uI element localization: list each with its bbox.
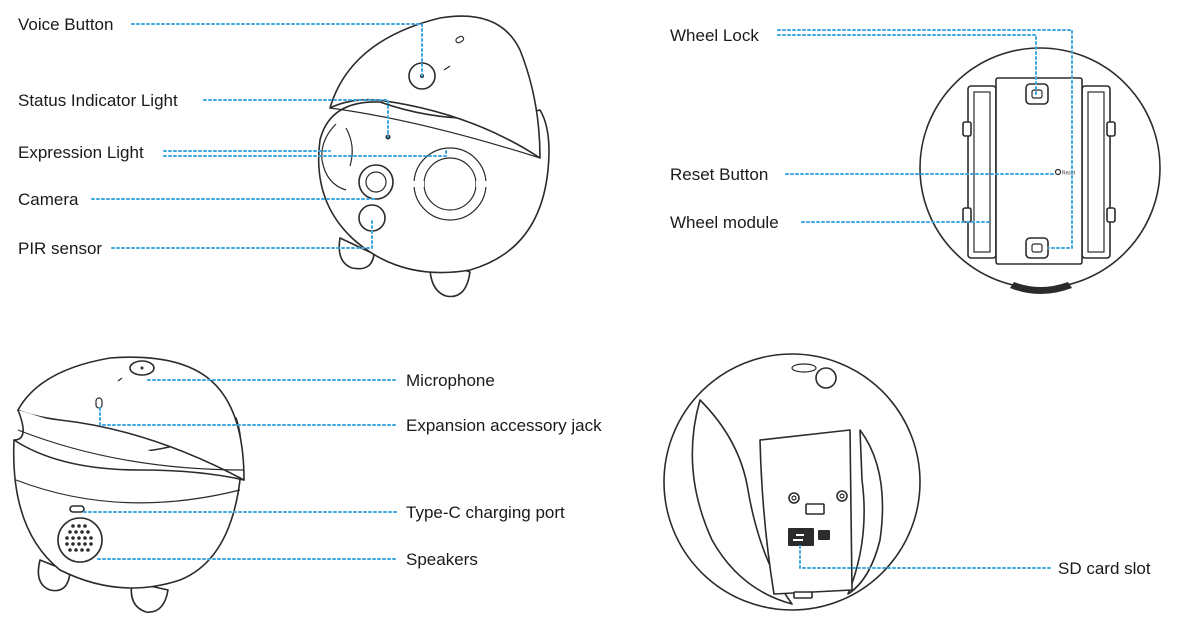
back-top-cap xyxy=(17,356,245,481)
front-view-device xyxy=(317,15,550,298)
leader-pir-sensor xyxy=(111,217,373,249)
camera-lens xyxy=(358,164,394,200)
leader-sd-card-slot xyxy=(799,545,1051,569)
leader-wheel-lock-bottom xyxy=(777,29,1073,249)
front-foot-left xyxy=(338,237,375,270)
leader-wheel-lock-top xyxy=(777,34,1037,95)
leader-lines xyxy=(83,23,1073,569)
leader-expansion-jack xyxy=(99,407,399,426)
label-wheel-module: Wheel module xyxy=(670,213,779,232)
leader-status-light xyxy=(203,99,389,138)
wheel-lock-bottom xyxy=(1025,237,1049,259)
label-reset-button: Reset Button xyxy=(670,165,768,184)
label-speakers: Speakers xyxy=(406,550,478,569)
label-wheel-lock: Wheel Lock xyxy=(670,26,759,45)
bottom-view-device: Reset xyxy=(919,47,1161,294)
label-type-c-charging-port: Type-C charging port xyxy=(406,503,565,522)
wheel-module-plate xyxy=(995,77,1083,265)
label-microphone: Microphone xyxy=(406,371,495,390)
back-view-device xyxy=(12,356,245,613)
label-pir-sensor: PIR sensor xyxy=(18,239,102,258)
label-status-indicator-light: Status Indicator Light xyxy=(18,91,178,110)
leader-voice-button xyxy=(131,23,423,77)
label-voice-button: Voice Button xyxy=(18,15,113,34)
underside-view-device xyxy=(663,353,921,611)
type-c-port xyxy=(69,505,85,513)
label-expression-light: Expression Light xyxy=(18,143,144,162)
labels: Voice Button Status Indicator Light Expr… xyxy=(18,15,1151,578)
leader-expression-light-b xyxy=(163,149,447,157)
label-camera: Camera xyxy=(18,190,79,209)
reset-button-dot xyxy=(1054,168,1062,176)
label-expansion-accessory-jack: Expansion accessory jack xyxy=(406,416,602,435)
reset-marking: Reset xyxy=(1062,171,1076,177)
sd-card-slot-shape xyxy=(788,528,814,546)
label-sd-card-slot: SD card slot xyxy=(1058,559,1151,578)
